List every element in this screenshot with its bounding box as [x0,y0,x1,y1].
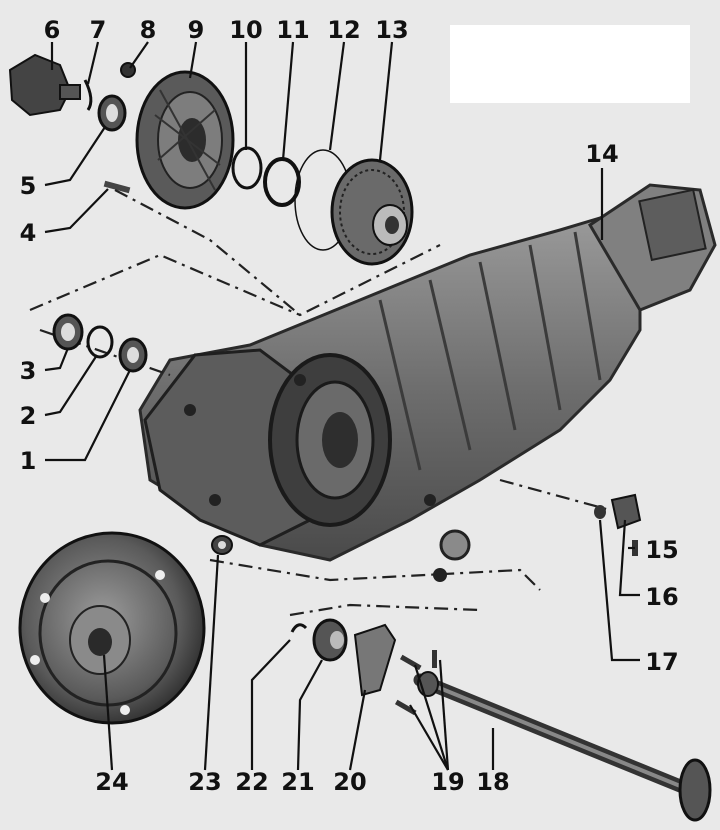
callout-22: 22 [235,768,268,796]
leader-lines [44,41,640,771]
callout-11: 11 [276,16,309,44]
part-17-plug [594,505,606,519]
assembly-line-left [29,253,301,317]
callout-20: 20 [333,768,366,796]
callout-2: 2 [20,402,37,430]
part-24-torque-converter [18,531,206,725]
part-5-seal [97,94,127,132]
part-22-circlip [290,623,308,633]
callout-14: 14 [585,140,618,168]
callout-3: 3 [20,357,37,385]
callout-13: 13 [375,16,408,44]
part-7-circlip [83,79,93,111]
transmission-housing [138,183,717,582]
callout-6: 6 [44,16,61,44]
callout-4: 4 [20,219,37,247]
part-2-ring [86,325,114,359]
callout-21: 21 [281,768,314,796]
callout-5: 5 [20,172,37,200]
part-6-flange [8,53,81,117]
assembly-line-right [499,478,611,512]
callout-23: 23 [188,768,221,796]
callout-12: 12 [327,16,360,44]
callout-18: 18 [476,768,509,796]
callout-labels: 6 7 8 9 10 11 12 13 5 4 3 2 1 14 15 16 1… [20,16,679,796]
callout-7: 7 [90,16,107,44]
callout-19: 19 [431,768,464,796]
callout-9: 9 [188,16,205,44]
part-21-bearing [312,618,348,662]
assembly-line-bottom-2 [289,603,481,617]
part-18-propshaft [413,671,712,822]
white-patch [450,25,690,103]
part-1-seal [118,337,148,373]
callout-8: 8 [140,16,157,44]
part-13-ring-gear [330,158,414,266]
callout-15: 15 [645,536,678,564]
assembly-line-top [114,189,441,317]
callout-10: 10 [229,16,262,44]
callout-1: 1 [20,447,37,475]
assembly-line-bottom [209,558,541,591]
part-3-seal [52,313,84,351]
callout-16: 16 [645,583,678,611]
part-16-bracket [610,493,642,530]
part-4-bolt [103,180,131,194]
part-23-seal [211,535,233,555]
part-20-bracket [353,623,397,697]
callout-17: 17 [645,648,678,676]
callout-24: 24 [95,768,128,796]
part-9-cover [135,70,235,210]
